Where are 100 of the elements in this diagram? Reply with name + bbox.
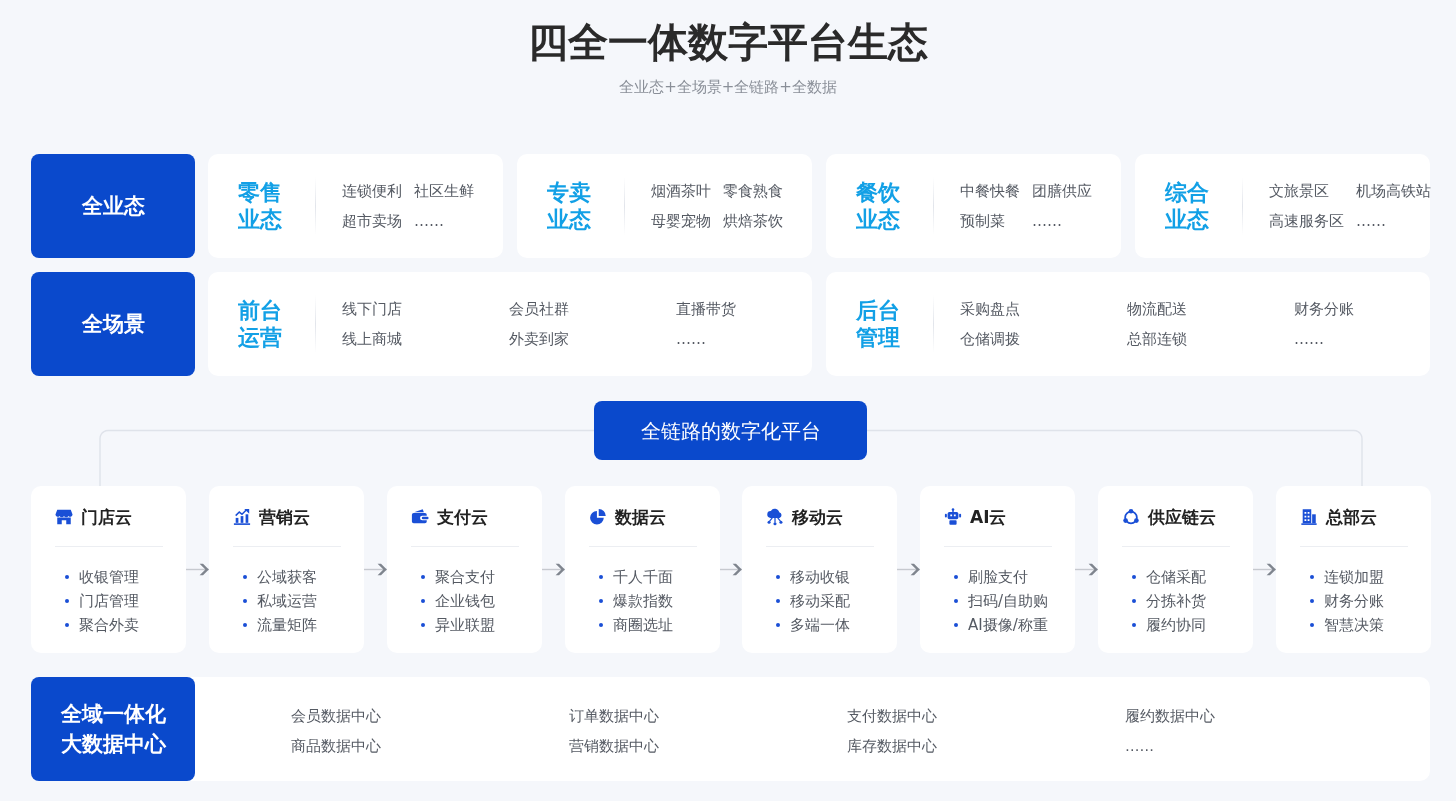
feature-item: 移动采配	[790, 591, 850, 612]
data-center-item: 会员数据中心	[291, 707, 381, 726]
segment-item: 超市卖场	[342, 211, 402, 232]
cloud-card	[1098, 486, 1253, 653]
feature-item: 聚合外卖	[79, 615, 139, 636]
feature-item: 异业联盟	[435, 615, 495, 636]
category-label: 全业态	[81, 193, 145, 220]
segment-item: 仓储调拨	[960, 329, 1020, 350]
feature-item: 智慧决策	[1324, 615, 1384, 636]
segment-item: 连锁便利	[342, 181, 402, 202]
cloud-title: 供应链云	[1148, 507, 1216, 527]
category-panel	[31, 272, 195, 376]
category-panel	[31, 677, 195, 781]
segment-item: 烟酒茶叶	[651, 181, 711, 202]
segment-item: ……	[414, 211, 444, 232]
segment-heading: 零售业态	[238, 179, 283, 233]
feature-item: 仓储采配	[1146, 567, 1206, 588]
category-label: 全场景	[81, 311, 145, 338]
connector-line	[866, 429, 1363, 487]
segment-item: 母婴宠物	[651, 211, 711, 232]
segment-heading: 餐饮业态	[856, 179, 901, 233]
data-center-item: 营销数据中心	[569, 737, 659, 756]
feature-item: 公域获客	[257, 567, 317, 588]
segment-heading: 综合业态	[1165, 179, 1210, 233]
feature-item: 移动收银	[790, 567, 850, 588]
segment-item: 会员社群	[509, 299, 569, 320]
segment-heading: 专卖业态	[547, 179, 592, 233]
subtitle: 全业态+全场景+全链路+全数据	[619, 77, 837, 97]
segment-item: 外卖到家	[509, 329, 569, 350]
feature-item: 千人千面	[613, 567, 673, 588]
data-center-item: ……	[1125, 737, 1154, 756]
data-center-panel	[31, 677, 1430, 781]
category-label: 全域一体化大数据中心	[59, 701, 167, 758]
platform-title: 全链路的数字化平台	[640, 417, 821, 445]
segment-heading: 前台运营	[238, 297, 283, 351]
segment-card	[826, 154, 1121, 258]
cloud-title: AI云	[970, 507, 1007, 527]
feature-item: 财务分账	[1324, 591, 1384, 612]
segment-item: 采购盘点	[960, 299, 1020, 320]
segment-item: ……	[1032, 211, 1062, 232]
platform-banner	[594, 401, 867, 460]
segment-card	[826, 272, 1430, 376]
segment-item: 机场高铁站	[1356, 181, 1431, 202]
segment-item: ……	[1356, 211, 1386, 232]
cloud-card	[387, 486, 542, 653]
segment-item: 物流配送	[1127, 299, 1187, 320]
segment-card	[208, 154, 503, 258]
connector-line	[99, 429, 595, 487]
cloud-title: 数据云	[615, 507, 666, 527]
segment-item: 烘焙茶饮	[723, 211, 783, 232]
cloud-title: 门店云	[81, 507, 132, 527]
feature-item: 企业钱包	[435, 591, 495, 612]
data-center-item: 订单数据中心	[569, 707, 659, 726]
feature-item: AI摄像/称重	[968, 615, 1048, 636]
cloud-card	[920, 486, 1075, 653]
segment-item: 线上商城	[342, 329, 402, 350]
feature-item: 扫码/自助购	[968, 591, 1049, 612]
segment-item: 预制菜	[960, 211, 1005, 232]
cloud-title: 支付云	[437, 507, 488, 527]
feature-item: 商圈选址	[613, 615, 673, 636]
segment-item: 总部连锁	[1127, 329, 1187, 350]
feature-item: 门店管理	[79, 591, 139, 612]
data-center-item: 支付数据中心	[847, 707, 937, 726]
title: 四全一体数字平台生态	[528, 18, 928, 66]
segment-card	[208, 272, 812, 376]
segment-item: 零食熟食	[723, 181, 783, 202]
segment-item: 线下门店	[342, 299, 402, 320]
feature-item: 分拣补货	[1146, 591, 1206, 612]
feature-item: 多端一体	[790, 615, 850, 636]
segment-item: 中餐快餐	[960, 181, 1020, 202]
segment-item: 团膳供应	[1032, 181, 1092, 202]
segment-item: 高速服务区	[1269, 211, 1344, 232]
segment-item: ……	[676, 329, 706, 350]
cloud-card	[742, 486, 897, 653]
cloud-title: 移动云	[792, 507, 843, 527]
feature-item: 聚合支付	[435, 567, 495, 588]
segment-item: 直播带货	[676, 299, 736, 320]
segment-item: 财务分账	[1294, 299, 1354, 320]
data-center-item: 履约数据中心	[1125, 707, 1215, 726]
segment-item: 文旅景区	[1269, 181, 1329, 202]
feature-item: 爆款指数	[613, 591, 673, 612]
cloud-title: 营销云	[259, 507, 310, 527]
segment-item: ……	[1294, 329, 1324, 350]
segment-heading: 后台管理	[856, 297, 901, 351]
cloud-title: 总部云	[1326, 507, 1377, 527]
feature-item: 收银管理	[79, 567, 139, 588]
segment-card	[517, 154, 812, 258]
data-center-item: 商品数据中心	[291, 737, 381, 756]
feature-item: 私域运营	[257, 591, 317, 612]
feature-item: 流量矩阵	[257, 615, 317, 636]
segment-item: 社区生鲜	[414, 181, 474, 202]
feature-item: 履约协同	[1146, 615, 1206, 636]
feature-item: 刷脸支付	[968, 567, 1028, 588]
cloud-card	[31, 486, 186, 653]
category-panel	[31, 154, 195, 258]
cloud-card	[1276, 486, 1431, 653]
cloud-card	[565, 486, 720, 653]
segment-card	[1135, 154, 1430, 258]
cloud-card	[209, 486, 364, 653]
feature-item: 连锁加盟	[1324, 567, 1384, 588]
